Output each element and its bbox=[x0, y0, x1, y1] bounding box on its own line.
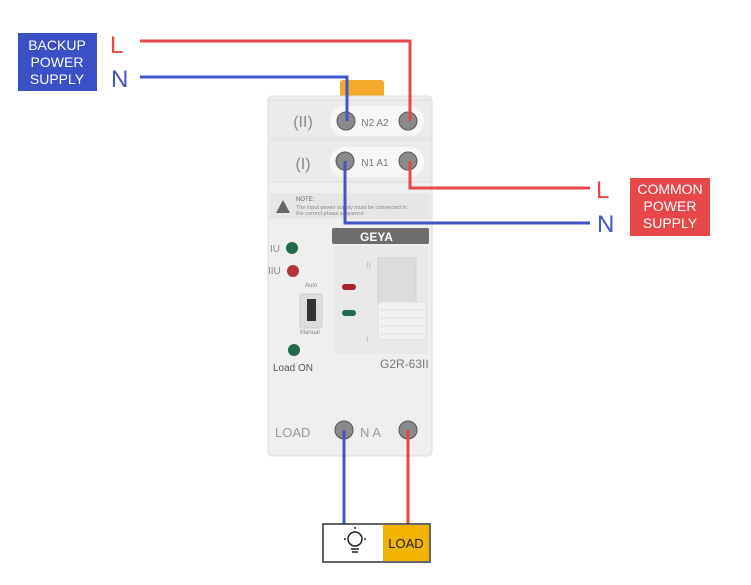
indicator-iu-led bbox=[286, 242, 298, 254]
backup-neutral-wire bbox=[140, 75, 349, 121]
model-label: G2R-63II bbox=[380, 357, 429, 371]
din-clip bbox=[340, 80, 384, 100]
transfer-switch-device: (II) (I) N2 A2 N1 A1 NOTE: The input pow… bbox=[267, 80, 433, 457]
indicator-iiu-label: IIU bbox=[268, 266, 281, 277]
handle-i-mark: I bbox=[366, 334, 369, 344]
common-n-label: N bbox=[597, 211, 614, 238]
note-title: NOTE: bbox=[296, 197, 315, 203]
backup-line-2: POWER bbox=[31, 54, 84, 70]
backup-line-3: SUPPLY bbox=[30, 71, 85, 87]
common-neutral-wire bbox=[343, 161, 590, 225]
load-terminals-label: N A bbox=[360, 425, 381, 440]
note-line-2: the correct phase sequence bbox=[296, 211, 364, 217]
load-label: LOAD bbox=[388, 536, 423, 551]
terminal-a1 bbox=[398, 151, 418, 171]
status-red bbox=[342, 284, 356, 290]
load-box: LOAD bbox=[322, 523, 431, 563]
common-power-supply-label: COMMON POWER SUPPLY bbox=[630, 178, 710, 236]
backup-n-label: N bbox=[111, 66, 128, 93]
brand-logo: GEYA bbox=[360, 230, 393, 244]
common-live-wire bbox=[408, 161, 590, 190]
wires bbox=[140, 39, 590, 526]
switch-auto-label: Auto bbox=[305, 283, 318, 289]
toggle-handle[interactable] bbox=[377, 301, 427, 341]
common-line-3: SUPPLY bbox=[643, 215, 698, 231]
row-ii-label: (II) bbox=[293, 114, 313, 131]
status-green bbox=[342, 310, 356, 316]
load-terminal-label: LOAD bbox=[275, 425, 310, 440]
note-line-1: The input power supply must be connected… bbox=[296, 205, 407, 211]
backup-line-1: BACKUP bbox=[28, 37, 86, 53]
row-ii-terminals: N2 A2 bbox=[361, 118, 389, 129]
row-i-label: (I) bbox=[295, 156, 310, 173]
switch-manual-label: Manual bbox=[300, 330, 320, 336]
backup-power-supply-label: BACKUP POWER SUPPLY bbox=[18, 33, 97, 91]
load-on-label: Load ON bbox=[273, 363, 313, 374]
backup-live-wire bbox=[140, 39, 412, 121]
row-i-terminals: N1 A1 bbox=[361, 158, 389, 169]
common-line-2: POWER bbox=[644, 198, 697, 214]
common-line-1: COMMON bbox=[637, 181, 702, 197]
indicator-iiu-led bbox=[287, 265, 299, 277]
handle-ii-mark: II bbox=[366, 260, 371, 270]
auto-manual-switch[interactable] bbox=[307, 299, 316, 321]
lightbulb-icon bbox=[344, 527, 366, 553]
indicator-iu-label: IU bbox=[270, 244, 280, 255]
warning-icon bbox=[276, 200, 290, 213]
terminal-a2 bbox=[398, 111, 418, 131]
backup-l-label: L bbox=[110, 32, 123, 59]
common-l-label: L bbox=[596, 177, 609, 204]
load-on-led bbox=[288, 344, 300, 356]
